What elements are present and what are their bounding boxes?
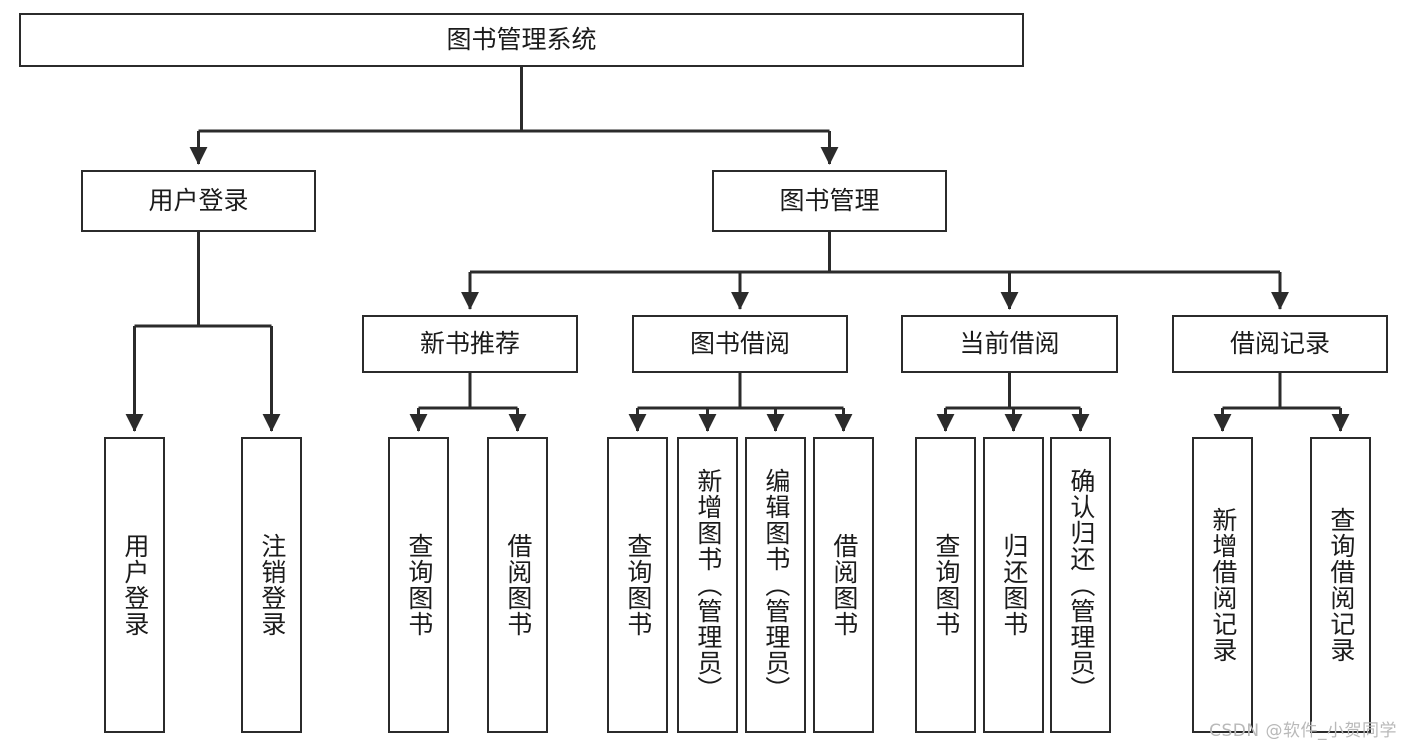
- node-user-login[interactable]: 用户登录: [81, 170, 316, 232]
- leaf-query-book-bor[interactable]: 查询图书: [607, 437, 668, 733]
- leaf-query-book-cur[interactable]: 查询图书: [915, 437, 976, 733]
- leaf-add-book[interactable]: 新增图书（管理员）: [677, 437, 738, 733]
- leaf-label: 查询图书: [931, 533, 961, 637]
- leaf-label: 归还图书: [999, 533, 1029, 637]
- leaf-add-record[interactable]: 新增借阅记录: [1192, 437, 1253, 733]
- leaf-label: 注销登录: [257, 533, 287, 637]
- leaf-return-book[interactable]: 归还图书: [983, 437, 1044, 733]
- csdn-watermark: CSDN @软件_小贺同学: [1209, 721, 1397, 741]
- leaf-user-login[interactable]: 用户登录: [104, 437, 165, 733]
- node-label: 借阅记录: [1229, 329, 1330, 359]
- node-borrow-record[interactable]: 借阅记录: [1172, 315, 1388, 373]
- leaf-query-book-rec[interactable]: 查询图书: [388, 437, 449, 733]
- node-label: 用户登录: [148, 186, 249, 216]
- leaf-borrow-book-rec[interactable]: 借阅图书: [487, 437, 548, 733]
- node-root-label: 图书管理系统: [446, 25, 597, 55]
- node-label: 图书管理: [779, 186, 880, 216]
- node-book-manage[interactable]: 图书管理: [712, 170, 947, 232]
- leaf-label: 借阅图书: [829, 533, 859, 637]
- leaf-label: 查询图书: [623, 533, 653, 637]
- leaf-edit-book[interactable]: 编辑图书（管理员）: [745, 437, 806, 733]
- node-book-borrow[interactable]: 图书借阅: [632, 315, 848, 373]
- leaf-confirm-return[interactable]: 确认归还（管理员）: [1050, 437, 1111, 733]
- node-root-system[interactable]: 图书管理系统: [19, 13, 1024, 67]
- leaf-label: 新增图书（管理员）: [693, 468, 723, 702]
- leaf-label: 新增借阅记录: [1208, 507, 1238, 663]
- leaf-label: 编辑图书（管理员）: [761, 468, 791, 702]
- node-label: 当前借阅: [959, 329, 1060, 359]
- node-label: 新书推荐: [419, 329, 520, 359]
- leaf-query-record[interactable]: 查询借阅记录: [1310, 437, 1371, 733]
- leaf-borrow-book[interactable]: 借阅图书: [813, 437, 874, 733]
- node-new-book-recommend[interactable]: 新书推荐: [362, 315, 578, 373]
- leaf-logout-login[interactable]: 注销登录: [241, 437, 302, 733]
- leaf-label: 确认归还（管理员）: [1066, 468, 1096, 702]
- leaf-label: 查询借阅记录: [1326, 507, 1356, 663]
- leaf-label: 借阅图书: [503, 533, 533, 637]
- leaf-label: 查询图书: [404, 533, 434, 637]
- leaf-label: 用户登录: [120, 533, 150, 637]
- node-label: 图书借阅: [689, 329, 790, 359]
- node-current-borrow[interactable]: 当前借阅: [901, 315, 1118, 373]
